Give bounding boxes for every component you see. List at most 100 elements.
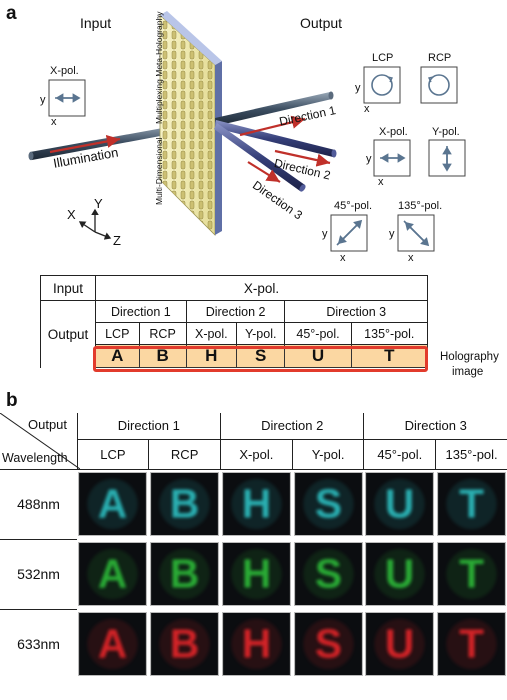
hologram-letter: B (170, 621, 199, 667)
hologram-letter: A (98, 551, 127, 597)
hologram-image: B (150, 472, 220, 537)
hologram-image: B (150, 612, 220, 676)
axis-y-135: y (389, 228, 395, 240)
table-pol-x: X-pol. (185, 322, 237, 345)
hologram-image: H (221, 542, 291, 606)
b-direction-3: Direction 3 (363, 413, 507, 440)
b-pol-rcp: RCP (148, 439, 221, 470)
axis-Y: Y (94, 196, 103, 211)
axis-x-xpol: x (378, 176, 384, 188)
hologram-letter: H (242, 621, 271, 667)
hologram-image: T (436, 612, 506, 676)
hologram-image: A (78, 542, 148, 606)
input-pol-box (48, 79, 86, 117)
b-pol-x: X-pol. (220, 439, 293, 470)
holo-letter: A (95, 344, 140, 368)
mapping-table: Input X-pol. Output Direction 1 Directio… (40, 275, 429, 368)
pol-box-lcp (363, 66, 401, 104)
pol-box-rcp (420, 66, 458, 104)
holo-tile-cell: B (149, 609, 221, 679)
holo-letter: H (185, 344, 237, 368)
hologram-letter: U (385, 621, 414, 667)
holo-letter: T (350, 344, 429, 368)
holo-tile-cell: H (221, 539, 293, 609)
holo-tile-cell: A (77, 539, 149, 609)
b-pol-y: Y-pol. (291, 439, 364, 470)
output-beam-2 (215, 120, 337, 158)
holo-tile-cell: H (221, 609, 293, 679)
hologram-letter: A (98, 621, 127, 667)
pol-label-lcp: LCP (372, 52, 394, 64)
hologram-image: H (221, 612, 291, 676)
direction-3-arrow (247, 161, 281, 183)
results-table: Output Wavelength Direction 1 Direction … (0, 413, 507, 679)
pol-box-45 (330, 214, 368, 252)
hologram-letter: T (459, 481, 484, 527)
metasurface-label-1: Multiplexing Meta-Holography (154, 11, 164, 124)
wavelength-488: 488nm (0, 469, 78, 540)
input-pol-label: X-pol. (50, 65, 79, 77)
holo-tile-cell: A (77, 609, 149, 679)
direction-2-arrow (274, 149, 331, 167)
input-title: Input (80, 15, 112, 31)
table-direction-2: Direction 2 (185, 300, 286, 323)
holo-letter: B (138, 344, 187, 368)
hologram-image: U (365, 612, 435, 676)
hologram-letter: S (315, 481, 342, 527)
table-pol-lcp: LCP (95, 322, 140, 345)
holo-tile-cell: S (292, 469, 364, 539)
pol-label-rcp: RCP (428, 52, 452, 64)
schematic (28, 11, 466, 252)
wavelength-633: 633nm (17, 636, 60, 653)
pol-label-x: X-pol. (379, 126, 408, 138)
xyz-axes (78, 208, 112, 240)
hologram-letter: U (385, 481, 414, 527)
holo-tile-cell: S (292, 609, 364, 679)
table-output-label: Output (40, 300, 96, 368)
output-title: Output (300, 15, 343, 31)
axis-x-lcp: x (364, 103, 370, 115)
direction-1-arrow (239, 115, 306, 137)
hologram-letter: S (315, 621, 342, 667)
hologram-letter: B (170, 551, 199, 597)
b-pol-lcp: LCP (76, 439, 149, 470)
holo-letter: S (235, 344, 286, 368)
b-direction-2: Direction 2 (220, 413, 364, 440)
pol-box-x (373, 139, 411, 177)
axis-x-input: x (51, 116, 57, 128)
panel-b-label: b (6, 390, 18, 411)
metasurface-label-2: Multi-Dimensional (154, 137, 164, 205)
holo-tile-cell: S (292, 539, 364, 609)
axis-Z: Z (113, 233, 121, 248)
pol-label-45: 45°-pol. (334, 200, 373, 212)
hologram-image: A (78, 612, 148, 676)
hologram-letter: H (242, 481, 271, 527)
holo-letter: U (284, 344, 352, 368)
pol-label-y: Y-pol. (432, 126, 460, 138)
corner-wavelength: Wavelength (2, 451, 68, 465)
pol-label-135: 135°-pol. (398, 200, 443, 212)
hologram-letter: B (170, 481, 199, 527)
pol-box-y (428, 139, 466, 177)
table-pol-rcp: RCP (138, 322, 187, 345)
metasurface (159, 11, 222, 236)
holo-tile-cell: B (149, 469, 221, 539)
hologram-letter: S (315, 551, 342, 597)
holo-tile-cell: T (436, 609, 507, 679)
hologram-letter: T (459, 551, 484, 597)
axis-y-lcp: y (355, 82, 361, 94)
hologram-letter: H (242, 551, 271, 597)
table-input-label: Input (40, 275, 96, 301)
holo-tile-cell: B (149, 539, 221, 609)
hologram-image: U (365, 472, 435, 537)
hologram-letter: T (459, 621, 484, 667)
axis-y-45: y (322, 228, 328, 240)
holo-tile-cell: H (221, 469, 293, 539)
output-beam-1 (215, 91, 334, 126)
corner-output: Output (28, 417, 68, 432)
holo-tile-cell: A (77, 469, 149, 539)
corner-cell: Output Wavelength (0, 413, 80, 470)
